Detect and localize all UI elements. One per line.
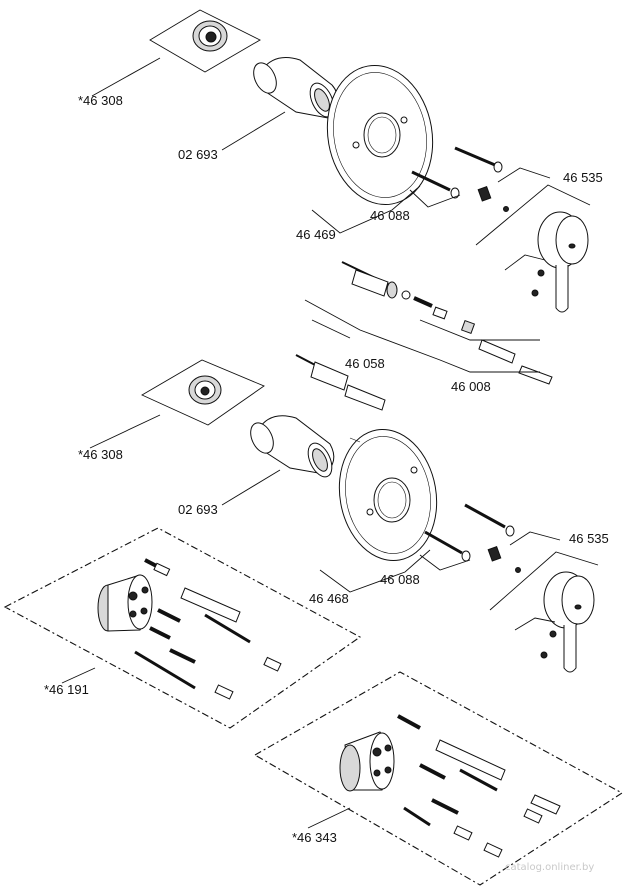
cap-46308-top-group — [91, 9, 261, 97]
label-46088-bottom: 46 088 — [380, 572, 420, 587]
label-46469: 46 469 — [296, 227, 336, 242]
label-46308-top: *46 308 — [78, 93, 123, 108]
rosette-46469 — [311, 64, 434, 234]
kit-46343-group — [253, 671, 624, 886]
kit-46191-group — [3, 527, 362, 729]
sleeve-02693-top — [221, 57, 339, 151]
label-46088-top: 46 088 — [370, 208, 410, 223]
label-46535-bottom: 46 535 — [569, 531, 609, 546]
watermark: catalog.onliner.by — [505, 862, 595, 873]
label-46535-top: 46 535 — [563, 170, 603, 185]
sleeve-02693-bottom — [221, 415, 335, 506]
label-02693-bottom: 02 693 — [178, 502, 218, 517]
label-46308-bottom: *46 308 — [78, 447, 123, 462]
label-46191: *46 191 — [44, 682, 89, 697]
label-46008: 46 008 — [451, 379, 491, 394]
label-46468: 46 468 — [309, 591, 349, 606]
handle-46535-top — [475, 167, 591, 313]
label-02693-top: 02 693 — [178, 147, 218, 162]
label-46058: 46 058 — [345, 356, 385, 371]
rosette-46468 — [319, 428, 438, 593]
screws-46088-top — [409, 146, 503, 208]
cap-46308-bottom-group — [89, 359, 265, 449]
handle-46535-bottom — [487, 531, 599, 673]
screws-46088-bottom — [419, 503, 515, 571]
cartridge-46058-group — [295, 261, 553, 411]
label-46343: *46 343 — [292, 830, 337, 845]
